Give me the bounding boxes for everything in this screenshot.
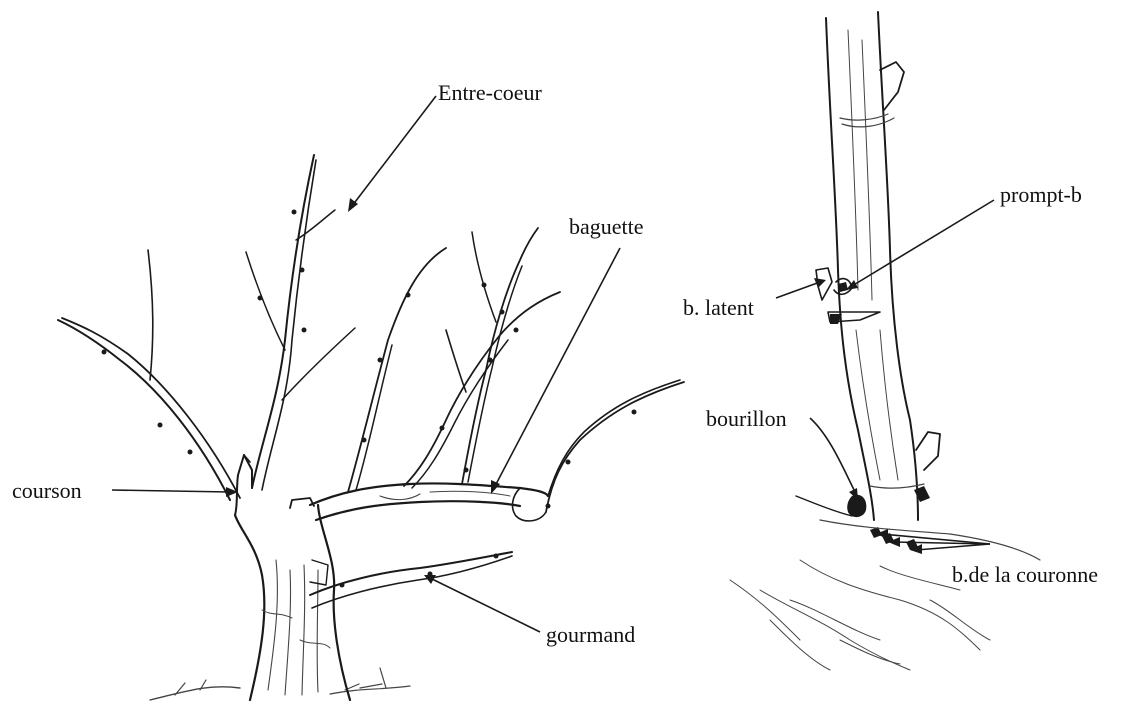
label-courson: courson bbox=[12, 480, 82, 502]
label-latent-bud: b. latent bbox=[683, 297, 754, 319]
label-bourillon: bourillon bbox=[706, 408, 787, 430]
label-baguette: baguette bbox=[569, 216, 644, 238]
label-gourmand: gourmand bbox=[546, 624, 635, 646]
label-crown-buds: b.de la couronne bbox=[952, 564, 1098, 586]
label-entre-coeur: Entre-coeur bbox=[438, 82, 542, 104]
label-prompt-bud: prompt-b bbox=[1000, 184, 1082, 206]
leader-arrows bbox=[112, 96, 994, 632]
